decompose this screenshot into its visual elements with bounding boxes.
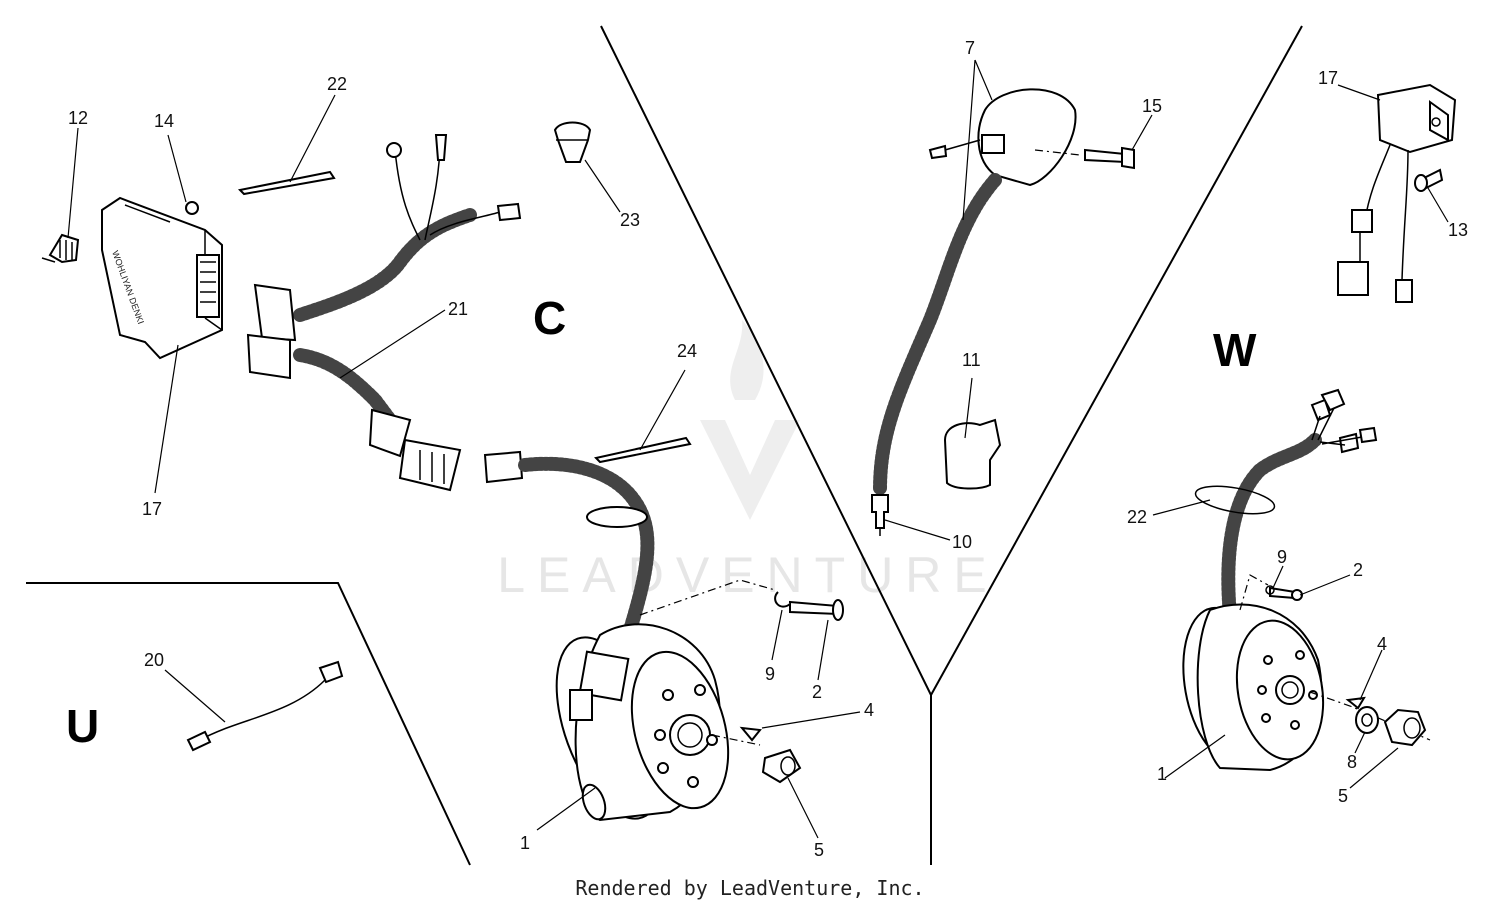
screw-2a: [774, 591, 844, 621]
bolt-13: [1414, 168, 1444, 192]
tie-band-24: [594, 436, 692, 464]
callout-22: 22: [327, 74, 347, 94]
stator-harness-w: [1221, 388, 1378, 622]
flywheel-c: [555, 579, 776, 822]
section-label-u: U: [66, 700, 99, 752]
nut-5a: [761, 748, 802, 784]
callout-2: 2: [1353, 560, 1363, 580]
flywheel-w: [1182, 574, 1431, 772]
divider-u-box: [26, 582, 471, 866]
tie-band-22b: [1194, 485, 1276, 515]
callout-15: 15: [1142, 96, 1162, 116]
callout-5: 5: [814, 840, 824, 860]
key-4b: [1345, 696, 1366, 710]
spark-plug-10: [871, 494, 889, 536]
callout-11: 11: [962, 350, 981, 370]
watermark: LEADVENTURE: [497, 320, 999, 603]
stator-harness-c: [483, 450, 655, 637]
callout-12: 12: [68, 108, 88, 128]
callout-9: 9: [1277, 547, 1287, 567]
watermark-brand: LEADVENTURE: [497, 547, 999, 603]
nut-14: [185, 201, 199, 215]
callout-17: 17: [1318, 68, 1338, 88]
callout-labels: 12 14 22 17 21 23 24 9 2 4 5 1 20 7 15 1…: [68, 38, 1468, 860]
washer-8: [1355, 706, 1379, 734]
callout-4: 4: [864, 700, 874, 720]
watermark-logo-icon: [700, 320, 800, 520]
callout-7: 7: [965, 38, 975, 58]
callout-4: 4: [1377, 634, 1387, 654]
callout-1: 1: [520, 833, 530, 853]
callout-2: 2: [812, 682, 822, 702]
section-label-w: W: [1213, 324, 1257, 376]
grommet-23: [553, 121, 592, 163]
cdi-unit-w: [1337, 83, 1457, 303]
callout-21: 21: [448, 299, 468, 319]
plug-cap-11: [943, 418, 1002, 490]
callout-14: 14: [154, 111, 174, 131]
callout-10: 10: [952, 532, 972, 552]
section-dividers: [26, 25, 1303, 866]
nut-5b: [1383, 708, 1427, 747]
ignition-coil-7: [873, 88, 1077, 497]
bolt-15: [1034, 146, 1135, 170]
cdi-unit-c: WOHLIYAN DENKI: [101, 196, 223, 360]
key-4a: [739, 726, 762, 742]
callout-8: 8: [1347, 752, 1357, 772]
callout-9: 9: [765, 664, 775, 684]
tie-band-22a: [237, 170, 336, 196]
callout-5: 5: [1338, 786, 1348, 806]
section-label-c: C: [533, 292, 566, 344]
leader-lines: [67, 59, 1449, 839]
divider-w-left: [930, 25, 1303, 696]
callout-13: 13: [1448, 220, 1468, 240]
callout-17: 17: [142, 499, 162, 519]
footer-credit: Rendered by LeadVenture, Inc.: [575, 876, 925, 900]
callout-24: 24: [677, 341, 697, 361]
callout-20: 20: [144, 650, 164, 670]
main-harness-21: [246, 134, 522, 492]
callout-1: 1: [1157, 764, 1167, 784]
screw-2b: [1265, 585, 1303, 601]
callout-22: 22: [1127, 507, 1147, 527]
callout-23: 23: [620, 210, 640, 230]
lead-wire-20: [186, 660, 344, 752]
bushing-12: [41, 233, 80, 264]
